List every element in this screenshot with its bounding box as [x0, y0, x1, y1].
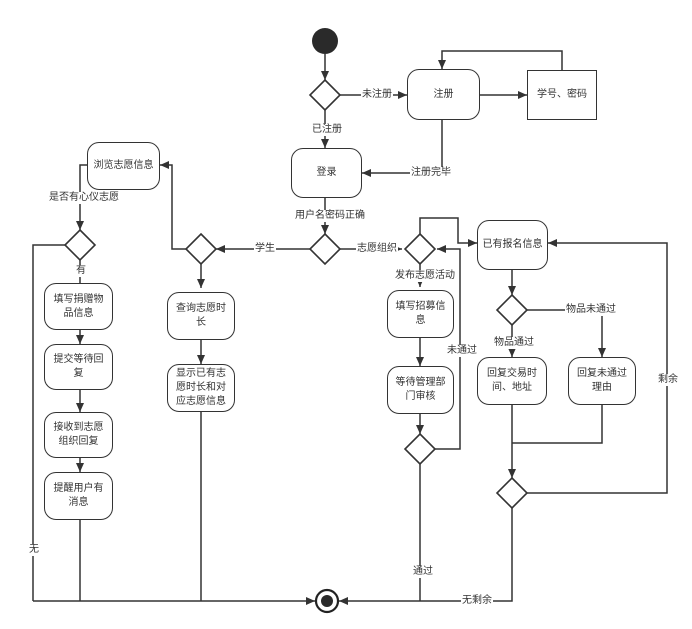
edge-reason-to-merge	[512, 405, 603, 444]
label-not-registered: 未注册	[361, 89, 393, 101]
label-passed: 通过	[412, 566, 434, 578]
decision-item	[495, 293, 529, 327]
edge-to-browse	[160, 161, 186, 250]
label-credentials-correct: 用户名密码正确	[294, 210, 366, 222]
edge-to-signup	[419, 217, 477, 247]
label-registered: 已注册	[311, 124, 343, 136]
decision-org	[403, 232, 437, 266]
node-wait-review: 等待管理部门审核	[387, 366, 454, 414]
node-reply-reason: 回复未通过理由	[568, 357, 636, 405]
node-query-hours: 查询志愿时长	[167, 292, 235, 340]
edge-register-done	[362, 120, 443, 177]
node-receive-reply: 接收到志愿组织回复	[44, 412, 113, 458]
edge-remaining	[527, 239, 668, 494]
node-signup-info: 已有报名信息	[477, 220, 548, 270]
decision-remaining	[495, 476, 529, 510]
edge-credentials-to-register	[438, 50, 563, 70]
label-has-intent: 是否有心仪志愿	[48, 192, 120, 204]
node-fill-recruit: 填写招募信息	[387, 290, 454, 338]
node-browse: 浏览志愿信息	[87, 142, 160, 190]
label-item-passed: 物品通过	[493, 337, 535, 349]
label-publish-activity: 发布志愿活动	[394, 270, 456, 282]
node-register: 注册	[407, 69, 480, 120]
label-student: 学生	[254, 243, 276, 255]
label-not-passed: 未通过	[446, 345, 478, 357]
node-fill-donation: 填写捐赠物品信息	[44, 283, 113, 330]
label-item-not-passed: 物品未通过	[565, 304, 617, 316]
label-register-done: 注册完毕	[410, 167, 452, 179]
edge-item-not-passed	[527, 309, 606, 357]
node-reply-time-address: 回复交易时间、地址	[477, 357, 547, 405]
node-show-hours: 显示已有志愿时长和对应志愿信息	[167, 364, 235, 412]
node-remind-user: 提醒用户有消息	[44, 472, 113, 520]
node-credentials: 学号、密码	[527, 70, 597, 120]
label-remaining: 剩余	[657, 374, 679, 386]
edge-none	[32, 244, 65, 601]
label-none: 无	[28, 544, 40, 556]
label-yes: 有	[75, 265, 87, 277]
edge-to-intent	[76, 164, 87, 230]
decision-role	[308, 232, 342, 266]
decision-intent	[63, 228, 97, 262]
node-submit-wait: 提交等待回复	[44, 344, 113, 390]
label-no-remaining: 无剩余	[461, 595, 493, 607]
node-login: 登录	[291, 148, 362, 198]
start-node	[312, 28, 338, 54]
end-node-core	[321, 595, 333, 607]
decision-registered	[308, 78, 342, 112]
decision-student	[184, 232, 218, 266]
label-volunteer-org: 志愿组织	[356, 243, 398, 255]
decision-review	[403, 432, 437, 466]
edge-no-remaining	[339, 508, 513, 605]
